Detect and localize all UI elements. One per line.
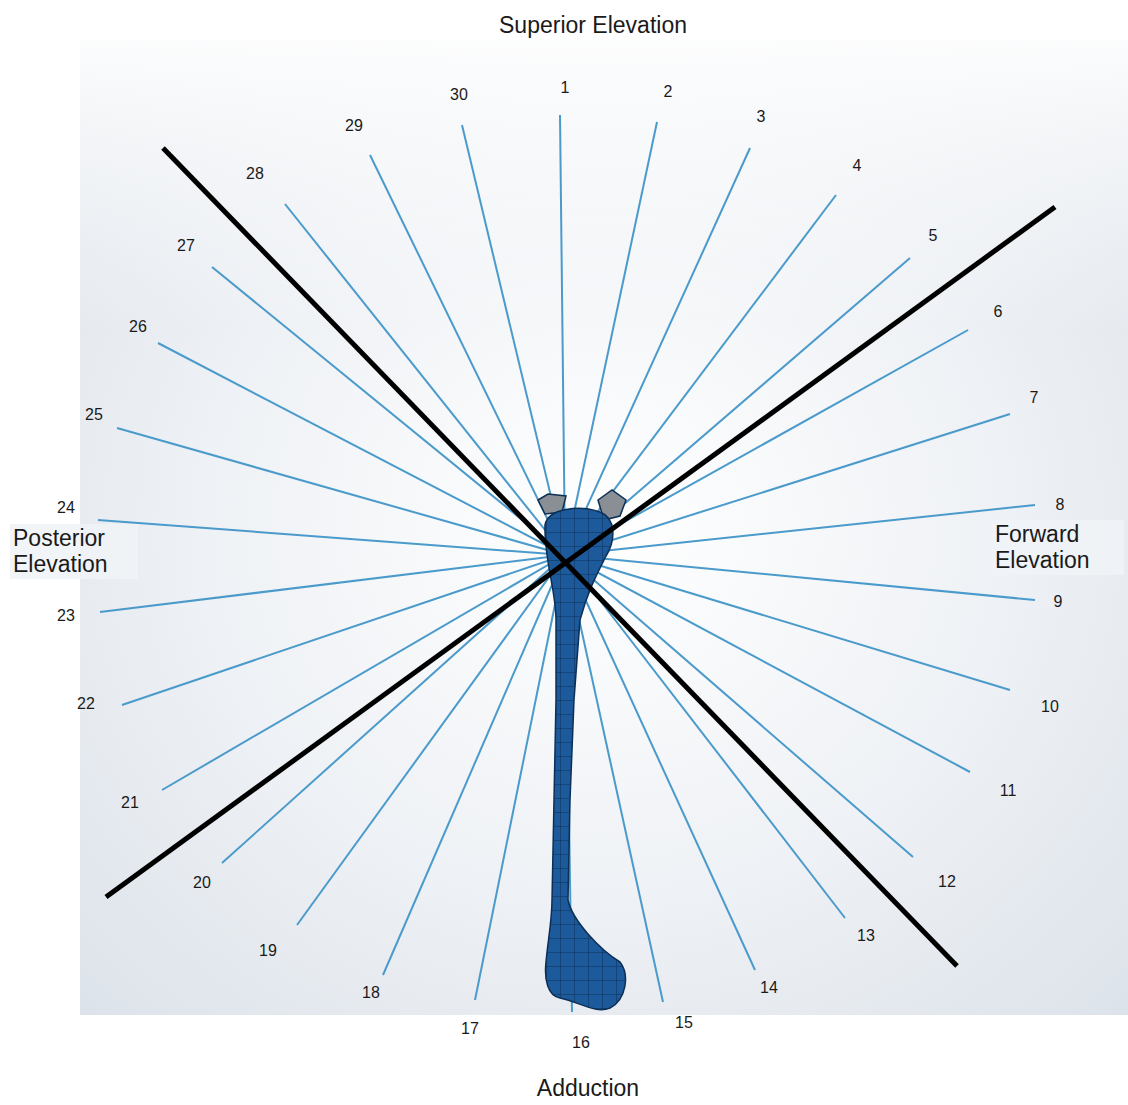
callout-number: 6: [994, 303, 1003, 321]
callout-number: 9: [1054, 593, 1063, 611]
callout-number: 24: [57, 499, 75, 517]
direction-ray: [565, 195, 836, 555]
callout-number: 4: [853, 157, 862, 175]
callout-number: 27: [177, 237, 195, 255]
callout-number: 25: [85, 406, 103, 424]
direction-ray: [462, 125, 565, 555]
axis-line: [163, 148, 957, 966]
humerus-bone: [538, 490, 626, 1010]
direction-label: Adduction: [537, 1075, 639, 1101]
direction-ray: [565, 555, 913, 857]
direction-ray: [565, 555, 970, 772]
direction-ray: [297, 555, 565, 925]
callout-number: 12: [938, 873, 956, 891]
callout-number: 11: [1000, 782, 1017, 800]
callout-number: 2: [664, 83, 673, 101]
direction-ray: [98, 520, 565, 555]
callout-number: 30: [450, 86, 468, 104]
direction-ray: [122, 555, 565, 705]
background-ground: [80, 40, 1128, 1015]
direction-ray: [565, 555, 755, 970]
callout-number: 5: [929, 227, 938, 245]
callout-number: 28: [246, 165, 264, 183]
callout-number: 7: [1030, 389, 1039, 407]
callout-number: 10: [1041, 698, 1059, 716]
callout-number: 8: [1056, 496, 1065, 514]
plane-axes: [106, 148, 1055, 966]
axis-line: [106, 207, 1055, 897]
direction-label: Posterior Elevation: [10, 524, 138, 579]
callout-number: 19: [259, 942, 277, 960]
direction-ray: [100, 555, 565, 612]
direction-ray: [565, 122, 657, 555]
direction-label: Forward Elevation: [992, 520, 1124, 575]
callout-number: 29: [345, 117, 363, 135]
callout-number: 16: [572, 1034, 590, 1052]
callout-number: 21: [121, 794, 139, 812]
callout-number: 1: [561, 79, 570, 97]
callout-number: 14: [760, 979, 778, 997]
callout-number: 13: [857, 927, 875, 945]
callout-number: 26: [129, 318, 147, 336]
direction-ray: [162, 555, 565, 790]
direction-ray: [370, 155, 565, 555]
background-fade: [80, 40, 1128, 1015]
direction-ray: [565, 258, 910, 555]
direction-ray: [158, 343, 565, 555]
callout-number: 17: [461, 1020, 479, 1038]
callout-number: 20: [193, 874, 211, 892]
direction-ray: [212, 267, 565, 555]
direction-ray: [565, 414, 1010, 555]
callout-number: 3: [757, 108, 766, 126]
direction-ray: [565, 555, 845, 918]
direction-ray: [560, 115, 565, 555]
direction-ray: [565, 555, 1010, 690]
callout-number: 18: [362, 984, 380, 1002]
callout-number: 22: [77, 695, 95, 713]
callout-number: 15: [675, 1014, 693, 1032]
callout-number: 23: [57, 607, 75, 625]
direction-ray: [383, 555, 565, 975]
direction-label: Superior Elevation: [499, 12, 687, 38]
